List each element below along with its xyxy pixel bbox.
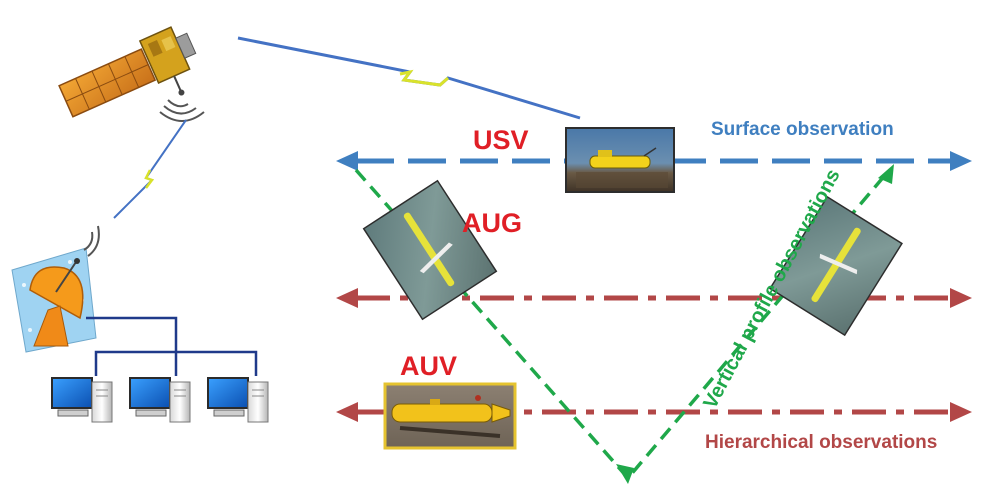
network-lines xyxy=(86,316,258,376)
computer-icon xyxy=(207,377,269,423)
usv-label: USV xyxy=(473,125,529,155)
ground-station-dish-icon xyxy=(11,225,100,353)
aug-label: AUG xyxy=(462,208,522,238)
satellite-icon xyxy=(58,26,197,118)
aug-photo xyxy=(362,179,498,321)
aug-photo xyxy=(769,195,903,337)
usv-photo xyxy=(565,127,675,193)
auv-label: AUV xyxy=(400,351,458,381)
signal-waves-icon xyxy=(159,99,205,122)
hierarchical-observations-label: Hierarchical observations xyxy=(705,432,938,453)
auv-photo xyxy=(383,382,517,450)
surface-observation-label: Surface observation xyxy=(711,119,894,140)
computer-icon xyxy=(129,377,191,423)
satellite-ground-link xyxy=(113,119,187,219)
hierarchical-arrow-lower xyxy=(336,402,972,422)
computer-icon xyxy=(51,377,113,423)
satellite-usv-link xyxy=(237,36,581,120)
